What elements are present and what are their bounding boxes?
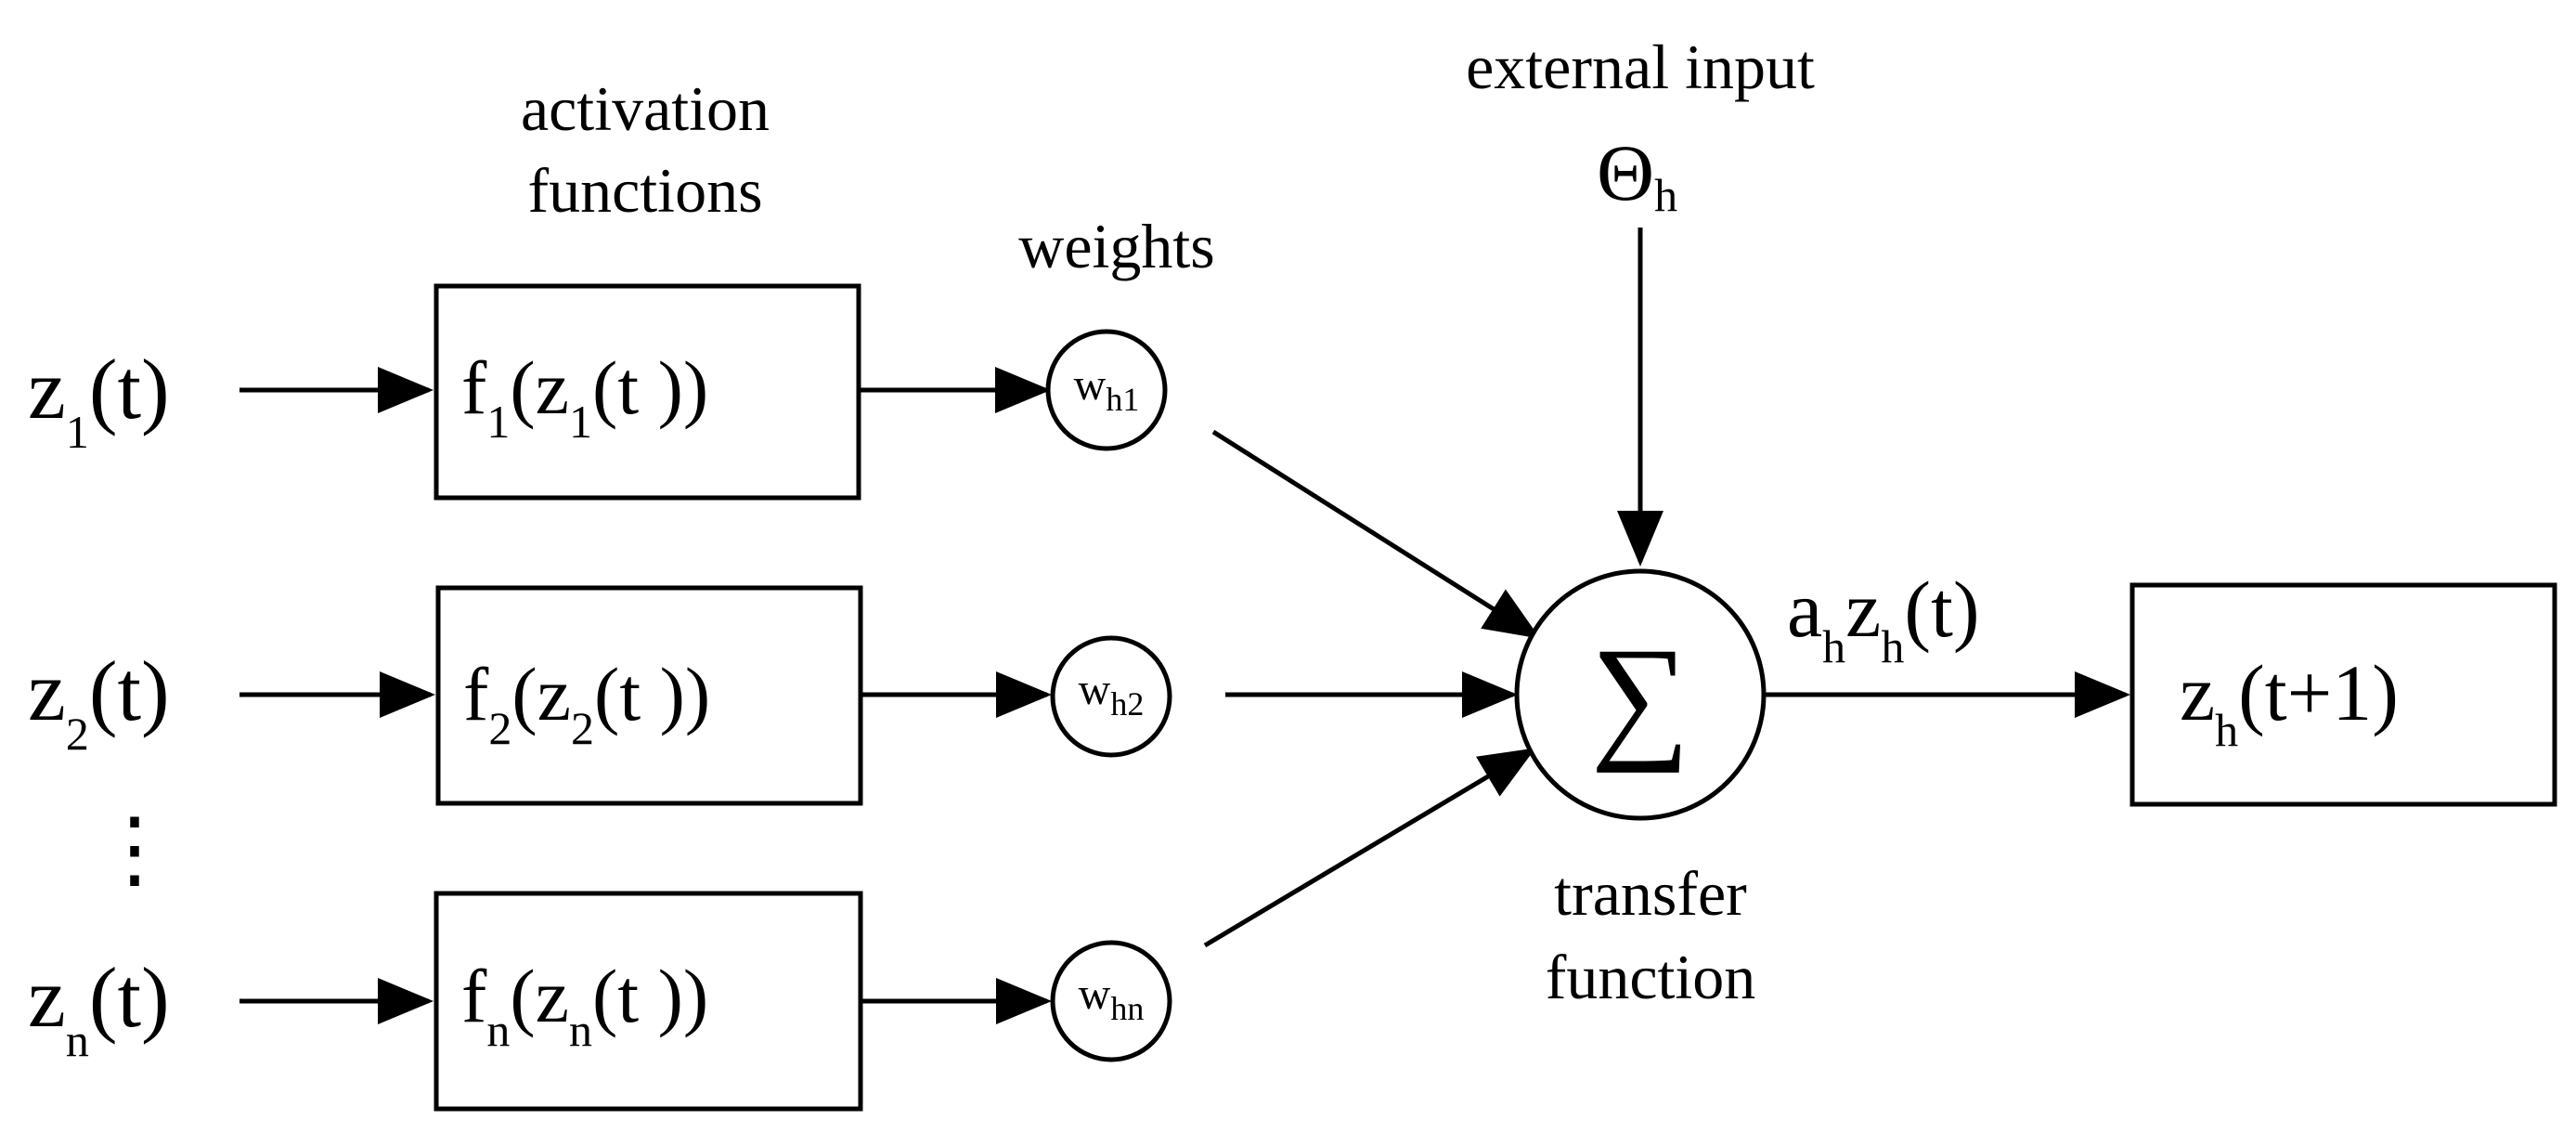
- external-input-label: external input: [1466, 32, 1815, 102]
- summation-symbol: ∑: [1591, 619, 1690, 774]
- sum-output-label: ahzh(t): [1787, 565, 1980, 672]
- transfer-function-label: transfer: [1554, 858, 1747, 929]
- activation-functions-label: activation: [521, 73, 770, 144]
- weight-node-2: [1050, 635, 1172, 758]
- transfer-function-label-2: function: [1546, 942, 1756, 1012]
- activation-f2: f2(z2(t )): [463, 652, 710, 754]
- activation-functions-label-2: functions: [527, 155, 762, 226]
- arrow-weight1-to-sum: [1211, 429, 1541, 639]
- vertical-ellipsis: ⋮: [92, 801, 177, 896]
- input-z2: z2(t): [28, 644, 170, 760]
- weight-wh2: wh2: [1079, 665, 1145, 723]
- weight-whn: whn: [1079, 970, 1145, 1027]
- activation-fn: fn(zn(t )): [461, 954, 708, 1056]
- weight-node-1: [1045, 329, 1168, 451]
- input-z1: z1(t): [28, 342, 170, 458]
- output-box: [2129, 582, 2557, 807]
- arrow-weightn-to-sum: [1203, 748, 1536, 948]
- activation-box-2: [435, 585, 863, 806]
- activation-box-1: [434, 283, 861, 501]
- activation-box-n: [434, 891, 863, 1112]
- activation-f1: f1(z1(t )): [461, 345, 708, 448]
- weight-node-n: [1050, 940, 1172, 1062]
- output-zh: zh(t+1): [2180, 648, 2399, 756]
- theta-label: Θh: [1597, 128, 1677, 221]
- weight-wh1: wh1: [1074, 360, 1140, 418]
- input-zn: zn(t): [28, 950, 170, 1066]
- weights-label: weights: [1018, 211, 1215, 281]
